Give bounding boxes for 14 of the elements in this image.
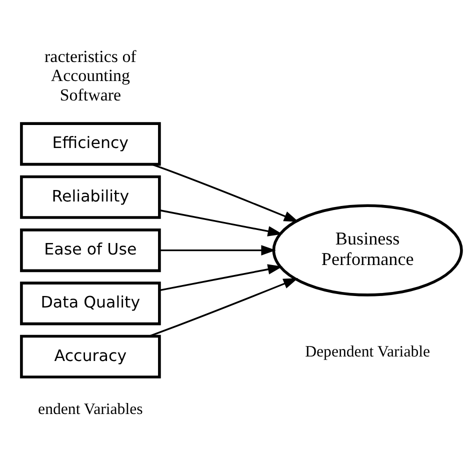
node-box: Reliability xyxy=(20,175,160,219)
node-ellipse: Business Performance xyxy=(272,204,462,296)
arrow xyxy=(151,164,298,222)
label: racteristics of Accounting Software xyxy=(44,46,136,104)
arrow xyxy=(158,264,282,292)
node-box: Data Quality xyxy=(20,282,160,326)
node-box: Efficiency xyxy=(20,122,160,166)
label: Dependent Variable xyxy=(304,343,430,360)
arrow xyxy=(158,209,282,236)
node-box: Ease of Use xyxy=(20,228,160,272)
arrow xyxy=(148,278,298,338)
label: endent Variables xyxy=(38,400,142,418)
node-box: Accuracy xyxy=(20,334,160,378)
arrow xyxy=(159,245,276,256)
